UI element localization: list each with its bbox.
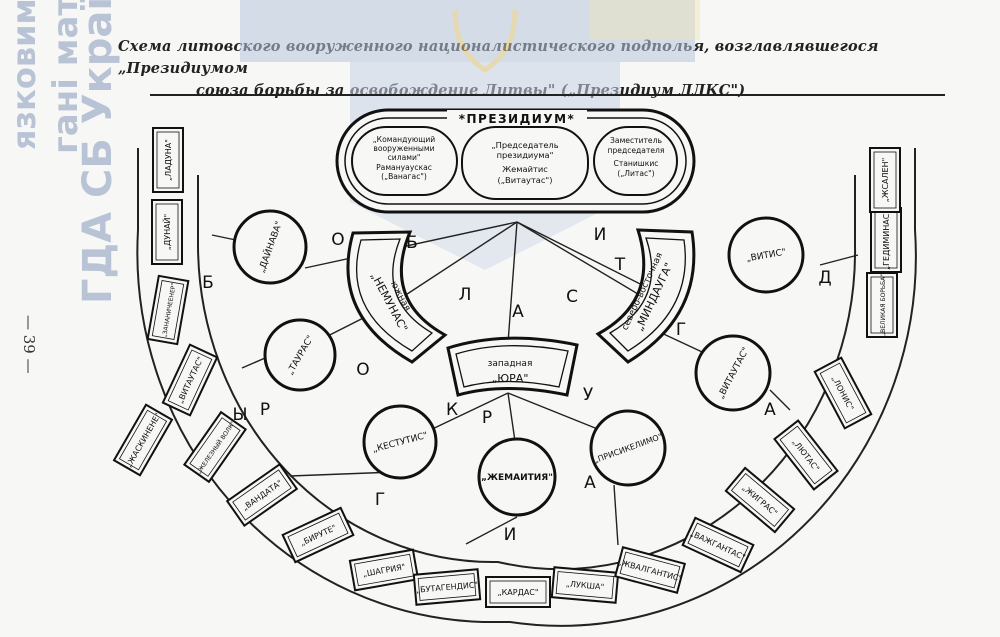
arc-letter: А <box>764 400 776 420</box>
presidium-block: *ПРЕЗИДИУМ* „Командующий вооруженными си… <box>335 108 696 214</box>
arc-letter: А <box>512 302 524 322</box>
region-west: западная „ЮРА" <box>446 336 579 397</box>
arc-letter: А <box>584 473 596 493</box>
unit-box: „ЛОНИС" <box>813 356 873 430</box>
arc-letter: Р <box>260 400 270 420</box>
arc-letter: Ы <box>233 405 248 425</box>
unit-box: „ВАНДАТА" <box>225 462 299 528</box>
presidium-right-text: Заместитель председателя Станишкис („Лит… <box>608 136 665 178</box>
svg-text:Жемайтис: Жемайтис <box>502 164 548 174</box>
district-vytautas-circle <box>694 334 772 412</box>
presidium-left-text: „Командующий вооруженными силами" Раману… <box>373 135 436 181</box>
unit-label: „ГЕДИМИНАС" <box>882 210 891 270</box>
unit-box: „ЖАСКИНЕНЕ" <box>112 403 174 477</box>
arc-letter: Т <box>614 255 626 275</box>
arc-letter: И <box>504 525 517 545</box>
svg-text:(„Ванагас"): („Ванагас") <box>381 172 427 181</box>
presidium-center-box <box>461 126 589 200</box>
unit-box: „ВАЖГАНТАС" <box>681 516 755 574</box>
region-west-sub: западная <box>488 359 533 369</box>
unit-box: „ШАГРИЯ" <box>348 548 420 592</box>
unit-box: „ВЕЛИКАЯ БОРЬБА" <box>866 272 898 338</box>
district-kestutis-circle <box>362 404 438 480</box>
arc-letter: У <box>583 385 594 405</box>
district-tauras-circle <box>263 318 337 392</box>
svg-text:„Председатель: „Председатель <box>491 140 558 150</box>
svg-text:председателя: председателя <box>608 146 665 155</box>
arc-letter: Г <box>375 490 385 510</box>
unit-box: „ЖИГРАС" <box>724 466 796 534</box>
unit-label: „КАРДАС" <box>497 588 538 597</box>
arc-letter: Л <box>459 285 472 305</box>
unit-box: „ЛАДУНА" <box>152 127 184 193</box>
svg-text:Станишкис: Станишкис <box>614 159 659 168</box>
presidium-center-text: „Председатель президиума" Жемайтис („Вит… <box>491 140 558 185</box>
arc-letter: Б <box>406 233 418 253</box>
arc-letter: И <box>594 225 607 245</box>
svg-text:силами": силами" <box>388 153 421 162</box>
presidium-label-bg <box>447 110 587 126</box>
presidium-label: *ПРЕЗИДИУМ* <box>459 112 576 126</box>
link-presidium-northeast <box>516 221 649 301</box>
link-presidium-daynava <box>304 221 518 269</box>
presidium-left-box <box>351 126 458 196</box>
arc-letter: С <box>566 287 578 307</box>
unit-box: „БУТАГЕНДИС" <box>412 568 482 606</box>
inner-frame-arc <box>197 175 857 571</box>
unit-label: „ВЕЛИКАЯ БОРЬБА" <box>880 274 887 336</box>
arc-letter: К <box>446 400 458 420</box>
unit-box: „ВИТАУТАС" <box>161 343 219 417</box>
unit-box: „ДУНАЙ" <box>151 199 183 265</box>
district-zemaitija-circle <box>477 437 557 517</box>
svg-text:Рамануаускас: Рамануаускас <box>376 163 432 172</box>
link-vytis-frame <box>819 254 859 266</box>
outer-frame-arc <box>136 148 917 627</box>
unit-label: „ЛУКША" <box>565 579 604 591</box>
svg-text:(„Витаутас"): („Витаутас") <box>498 175 553 185</box>
arc-letter: Д <box>818 268 831 288</box>
unit-label: „ДУНАЙ" <box>161 214 172 250</box>
link-presidium-south <box>394 221 518 303</box>
district-prisikelimo-circle <box>589 409 667 487</box>
presidium-right-box <box>593 126 678 196</box>
arc-letter: Б <box>202 273 214 293</box>
link-vytautas-frame <box>769 389 791 411</box>
district-daynava-circle <box>232 209 308 285</box>
arc-letter: О <box>331 230 344 250</box>
link-prisikelimo-frame <box>613 484 619 546</box>
district-zemaitija-label: „ЖЕМАИТИЯ" <box>481 473 553 483</box>
svg-text:„Командующий: „Командующий <box>373 135 436 144</box>
unit-box: „ГЕДИМИНАС" <box>870 207 902 273</box>
district-circles <box>232 209 805 517</box>
link-presidium-west <box>507 221 518 344</box>
unit-box: „БИРУТЕ" <box>281 506 355 564</box>
unit-label: „ЛАДУНА" <box>164 139 173 181</box>
unit-box: „ЖСАЛЕН" <box>869 147 901 213</box>
svg-text:президиума": президиума" <box>497 150 554 160</box>
region-west-name: „ЮРА" <box>492 372 529 385</box>
unit-boxes: „ЛАДУНА"„ДУНАЙ"„ЗАНАНИЧЕЕНЕР"„ВИТАУТАС"„… <box>112 127 902 608</box>
region-south: южная „НЕМУНАС" <box>346 230 448 364</box>
unit-box: „ЗАНАНИЧЕЕНЕР" <box>146 274 190 346</box>
unit-box: „ЛЮТАС" <box>773 419 839 491</box>
unit-box: „ЖВАЛГАНТИС" <box>613 546 687 594</box>
arc-letter: О <box>356 360 369 380</box>
arc-letter: Г <box>676 320 686 340</box>
unit-box: „КАРДАС" <box>485 576 551 608</box>
link-zemaitija-frame <box>465 516 518 545</box>
unit-label: „ЖСАЛЕН" <box>881 158 890 203</box>
svg-text:(„Литас"): („Литас") <box>617 169 654 178</box>
link-kestutis-frame <box>289 471 396 477</box>
unit-box: „ЛУКША" <box>550 566 620 604</box>
svg-text:Заместитель: Заместитель <box>610 136 662 145</box>
arc-letter: Р <box>482 408 492 428</box>
svg-text:вооруженными: вооруженными <box>373 144 434 153</box>
district-vytis-circle <box>727 216 805 294</box>
